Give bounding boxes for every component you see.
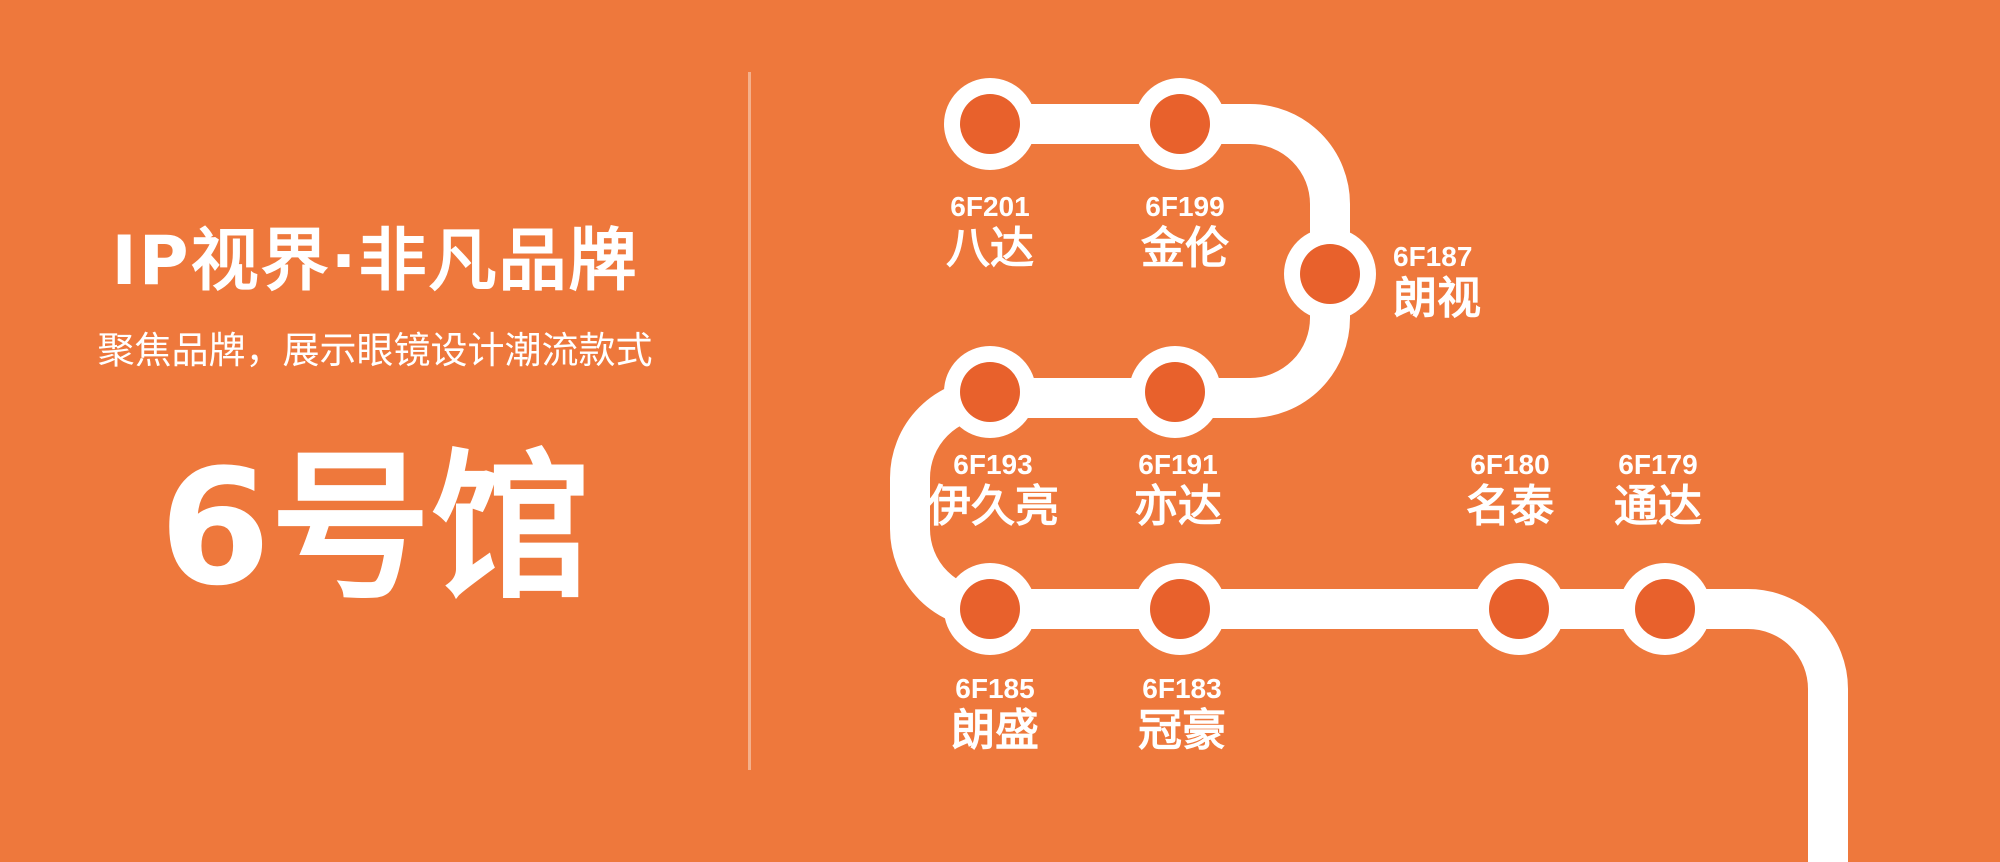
station-6f183[interactable]: 6F183 冠豪 (1072, 672, 1292, 756)
station-6f193[interactable]: 6F193 伊久亮 (883, 448, 1103, 532)
station-code: 6F179 (1618, 449, 1698, 480)
station-6f187[interactable]: 6F187 朗视 (1393, 240, 1613, 324)
station-name: 通达 (1614, 481, 1702, 532)
hall-subtitle: 聚焦品牌，展示眼镜设计潮流款式 (97, 329, 653, 372)
station-code: 6F183 (1142, 673, 1222, 704)
station-name: 冠豪 (1138, 705, 1226, 756)
station-dot[interactable] (1145, 362, 1205, 422)
station-dot[interactable] (960, 94, 1020, 154)
station-6f185[interactable]: 6F185 朗盛 (885, 672, 1105, 756)
station-dot[interactable] (1150, 94, 1210, 154)
station-name: 八达 (946, 223, 1034, 274)
station-name: 朗盛 (951, 705, 1039, 756)
station-dot[interactable] (1489, 579, 1549, 639)
station-dot[interactable] (1300, 244, 1360, 304)
station-code: 6F187 (1393, 241, 1473, 272)
divider-line (748, 72, 751, 770)
hall-name: 6号馆 (159, 434, 591, 621)
station-dots (944, 78, 1711, 655)
station-6f180[interactable]: 6F180 名泰 (1400, 448, 1620, 532)
route-line (890, 104, 1848, 862)
station-6f191[interactable]: 6F191 亦达 (1068, 448, 1288, 532)
station-6f201[interactable]: 6F201 八达 (880, 190, 1100, 274)
hall-info-panel: IP视界·非凡品牌 聚焦品牌，展示眼镜设计潮流款式 6号馆 (0, 0, 750, 862)
station-code: 6F193 (953, 449, 1033, 480)
station-code: 6F180 (1470, 449, 1550, 480)
station-dot[interactable] (960, 579, 1020, 639)
station-code: 6F185 (955, 673, 1035, 704)
hall-title: IP视界·非凡品牌 (111, 222, 639, 301)
station-code: 6F191 (1138, 449, 1218, 480)
station-dot[interactable] (960, 362, 1020, 422)
station-name: 伊久亮 (927, 481, 1059, 532)
station-name: 朗视 (1393, 273, 1481, 324)
station-6f179[interactable]: 6F179 通达 (1548, 448, 1768, 532)
station-6f199[interactable]: 6F199 金伦 (1075, 190, 1295, 274)
station-name: 亦达 (1134, 481, 1222, 532)
station-dot[interactable] (1635, 579, 1695, 639)
station-code: 6F201 (950, 191, 1030, 222)
station-name: 金伦 (1141, 223, 1229, 274)
station-dot[interactable] (1150, 579, 1210, 639)
station-code: 6F199 (1145, 191, 1225, 222)
station-name: 名泰 (1466, 481, 1554, 532)
